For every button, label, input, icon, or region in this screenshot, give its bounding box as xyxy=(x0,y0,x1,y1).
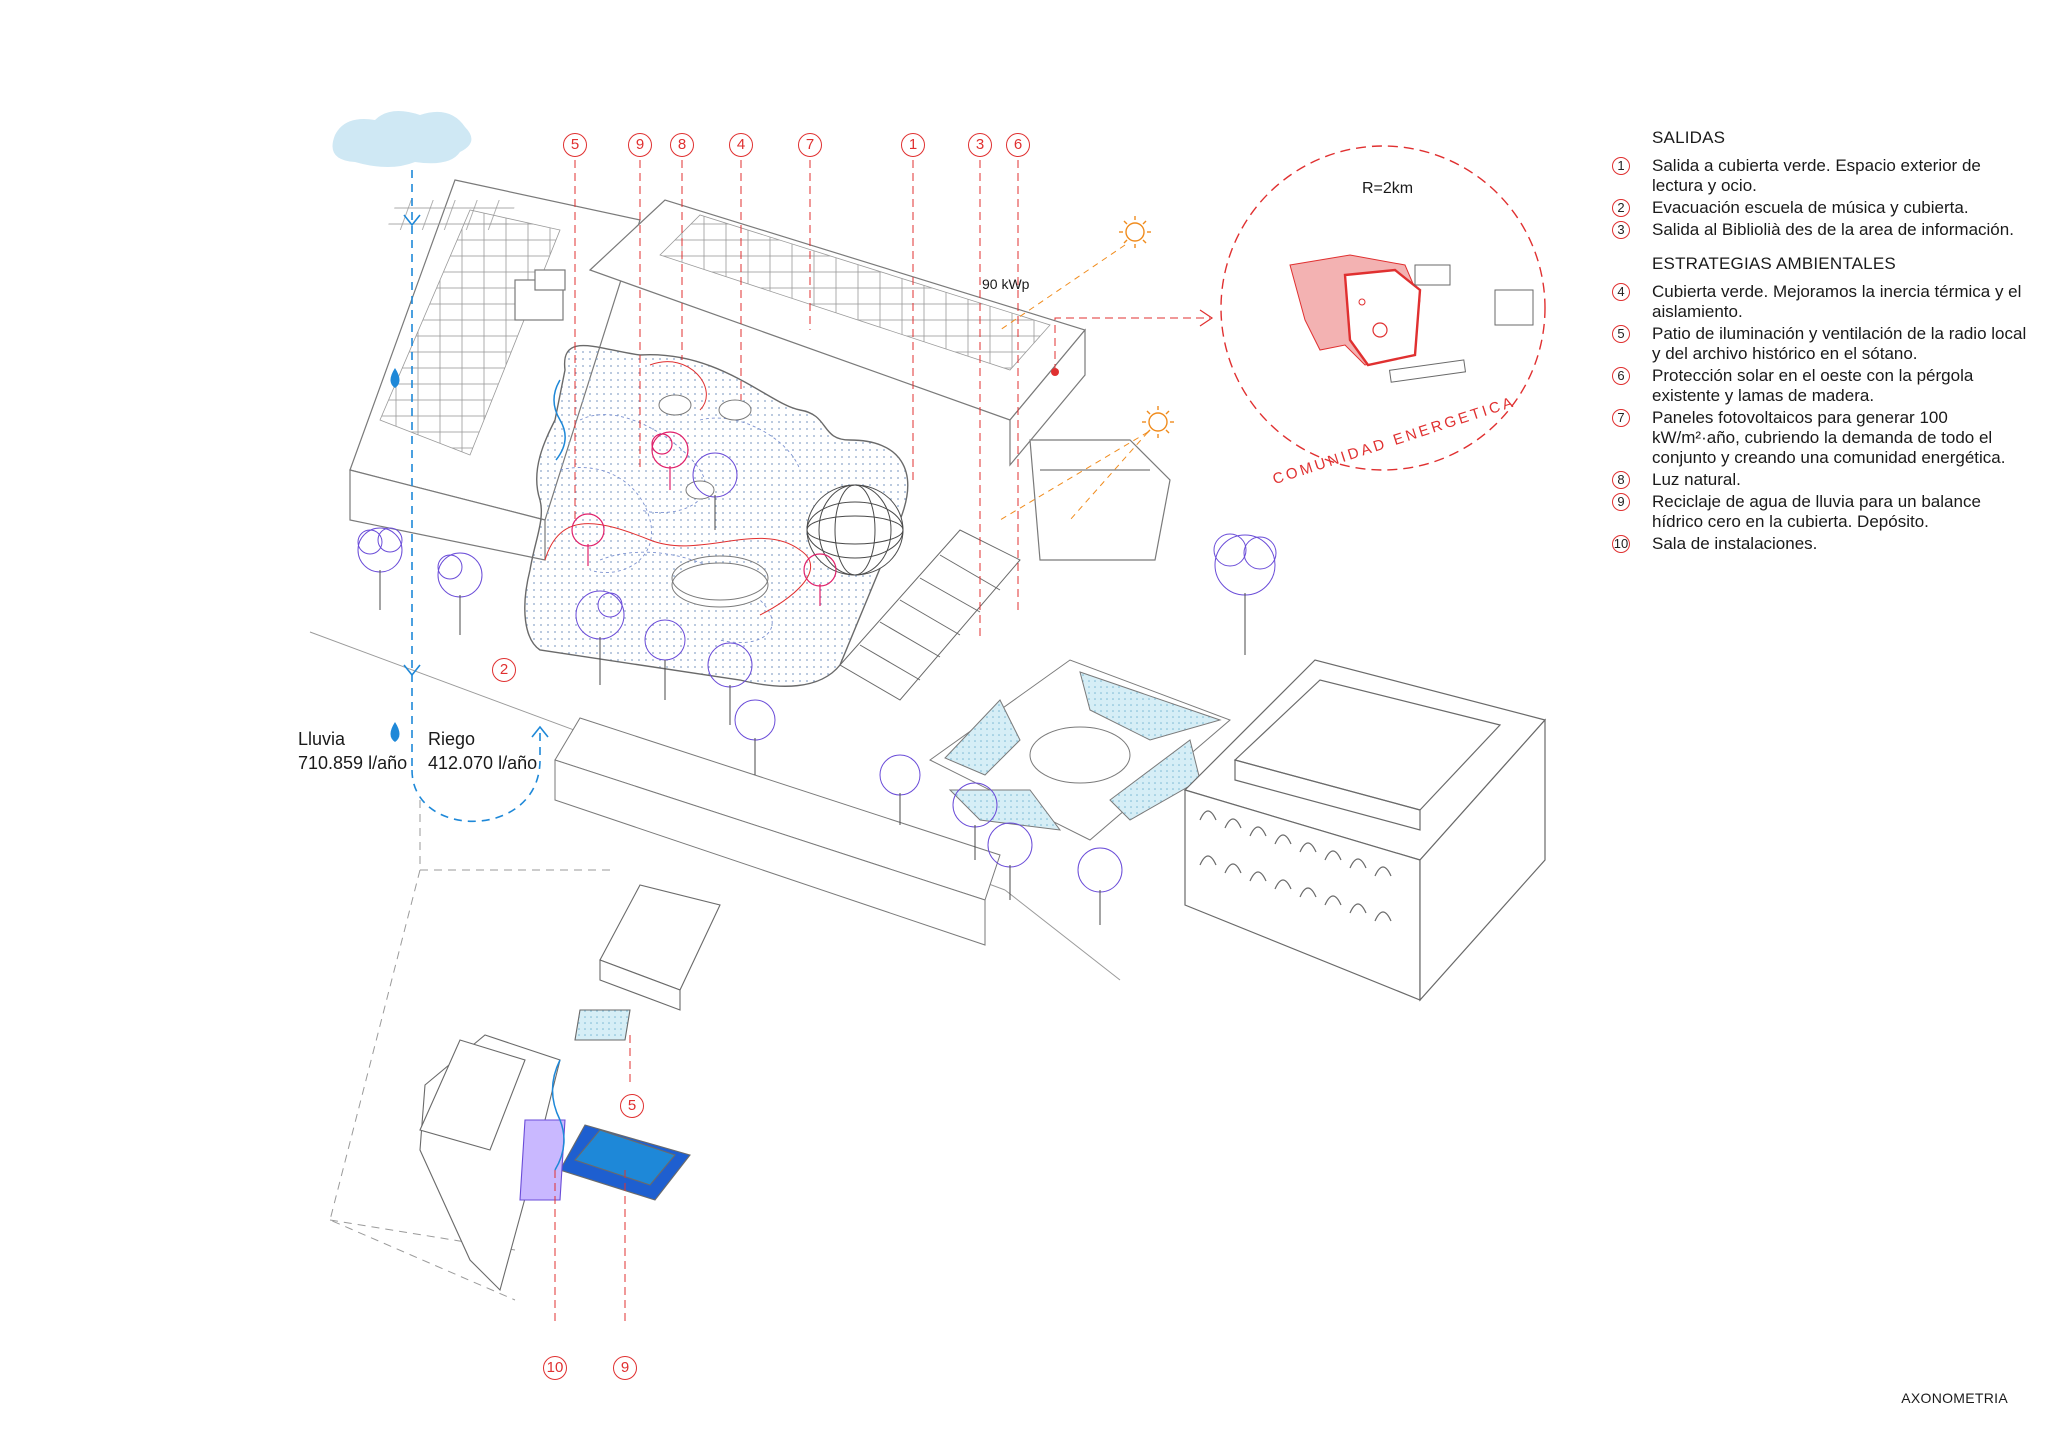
plaza xyxy=(929,659,1231,841)
classical-building xyxy=(1183,659,1547,1002)
legend-text: Sala de instalaciones. xyxy=(1652,534,1818,553)
legend-number: 5 xyxy=(1612,325,1630,343)
callout-basement-5: 5 xyxy=(620,1094,644,1118)
water-channel xyxy=(553,379,566,461)
callout-9: 9 xyxy=(628,133,652,157)
legend-text: Evacuación escuela de música y cubierta. xyxy=(1652,198,1969,217)
cloud xyxy=(332,111,472,167)
radius-label: R=2km xyxy=(1362,180,1414,197)
callout-1: 1 xyxy=(901,133,925,157)
legend-title-salidas: SALIDAS xyxy=(1652,128,1726,147)
legend-text: Paneles fotovoltaicos para generar 100 k… xyxy=(1652,408,2006,467)
trees-magenta xyxy=(571,431,837,606)
green-roof xyxy=(524,344,909,687)
rain-label: Lluvia xyxy=(298,729,346,749)
callout-5: 5 xyxy=(563,133,587,157)
legend-number: 1 xyxy=(1612,157,1630,175)
callout-3: 3 xyxy=(968,133,992,157)
legend-title-estrategias: ESTRATEGIAS AMBIENTALES xyxy=(1652,254,1896,273)
irrigation-value: 412.070 l/año xyxy=(428,753,538,773)
legend-item: 9 Reciclaje de agua de lluvia para un bal… xyxy=(1610,492,2030,532)
legend-item: 8 Luz natural. xyxy=(1610,470,2030,490)
street-wall xyxy=(554,717,1001,946)
callout-4: 4 xyxy=(729,133,753,157)
legend-number: 2 xyxy=(1612,199,1630,217)
callout-2: 2 xyxy=(492,658,516,682)
pergola xyxy=(839,529,1021,701)
legend-number: 10 xyxy=(1612,535,1630,553)
callout-lines xyxy=(574,160,1019,640)
callout-7: 7 xyxy=(798,133,822,157)
callout-8: 8 xyxy=(670,133,694,157)
legend-item: 4 Cubierta verde. Mejoramos la inercia té… xyxy=(1610,282,2030,322)
trees-violet xyxy=(357,452,1277,925)
pv-label: 90 kWp xyxy=(982,276,1030,292)
legend-text: Cubierta verde. Mejoramos la inercia tér… xyxy=(1652,282,2022,321)
legend-number: 9 xyxy=(1612,493,1630,511)
legend-text: Patio de iluminación y ventilación de la… xyxy=(1652,324,2027,363)
irrigation-label: Riego xyxy=(428,729,476,749)
rain-flow xyxy=(411,170,541,823)
pv-wing xyxy=(588,199,1171,561)
legend-item: 2 Evacuación escuela de música y cubierta… xyxy=(1610,198,2030,218)
callout-6: 6 xyxy=(1006,133,1030,157)
legend-item: 6 Protección solar en el oeste con la pér… xyxy=(1610,366,2030,406)
basement-water-channel xyxy=(551,1059,565,1171)
legend-text: Luz natural. xyxy=(1652,470,1741,489)
legend-text: Protección solar en el oeste con la pérg… xyxy=(1652,366,1974,405)
dome xyxy=(806,484,904,576)
energy-link-arrowhead xyxy=(1199,309,1214,327)
callout-basement-10: 10 xyxy=(543,1356,567,1380)
callout-basement-9: 9 xyxy=(613,1356,637,1380)
legend-text: Reciclaje de agua de lluvia para un bala… xyxy=(1652,492,1981,531)
basement xyxy=(419,884,721,1292)
legend: SALIDAS 1 Salida a cubierta verde. Espaci… xyxy=(1610,128,2030,556)
energy-link xyxy=(1054,317,1210,372)
legend-item: 10 Sala de instalaciones. xyxy=(1610,534,2030,554)
legend-text: Salida al Bibliolià des de la area de in… xyxy=(1652,220,2014,239)
sun-icon-1 xyxy=(1119,216,1151,248)
legend-number: 3 xyxy=(1612,221,1630,239)
drawing-caption: AXONOMETRIA xyxy=(1901,1390,2008,1406)
rain-value: 710.859 l/año xyxy=(298,753,408,773)
energy-community-circle xyxy=(1220,145,1546,471)
legend-item: 3 Salida al Bibliolià des de la area de i… xyxy=(1610,220,2030,240)
legend-number: 7 xyxy=(1612,409,1630,427)
legend-number: 8 xyxy=(1612,471,1630,489)
basement-callouts xyxy=(554,1035,631,1325)
legend-text: Salida a cubierta verde. Espacio exterio… xyxy=(1652,156,1981,195)
rain-arrowheads xyxy=(403,214,549,738)
legend-item: 1 Salida a cubierta verde. Espacio exteri… xyxy=(1610,156,2030,196)
sun-rays xyxy=(999,244,1149,521)
circular-patio xyxy=(671,555,769,608)
sun-icon-2 xyxy=(1142,406,1174,438)
legend-item: 7 Paneles fotovoltaicos para generar 100 … xyxy=(1610,408,2030,468)
legend-number: 4 xyxy=(1612,283,1630,301)
legend-item: 5 Patio de iluminación y ventilación de l… xyxy=(1610,324,2030,364)
energy-source-dot xyxy=(1051,368,1059,376)
legend-number: 6 xyxy=(1612,367,1630,385)
water-drop-icons xyxy=(390,368,400,742)
